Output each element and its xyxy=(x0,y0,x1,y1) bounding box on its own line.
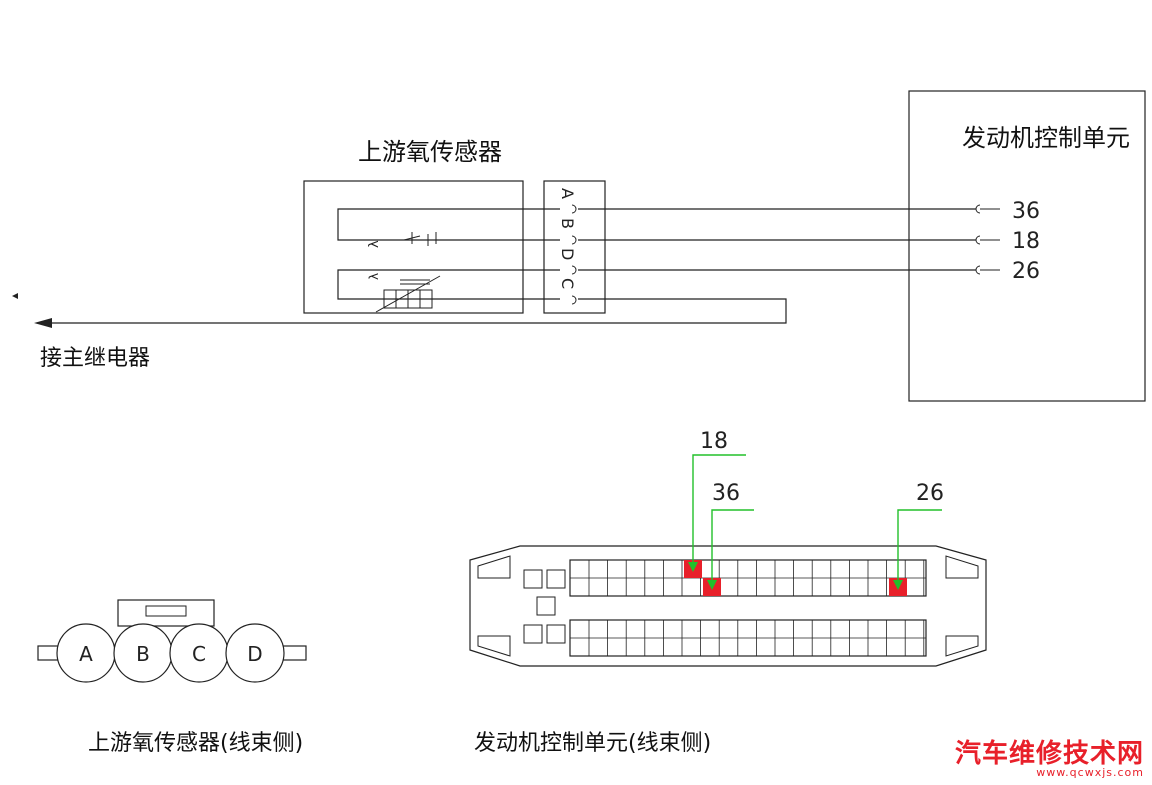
sensor-pin-b: B xyxy=(558,218,577,229)
callout-arrow-26-icon xyxy=(893,580,903,590)
upstream-sensor-title: 上游氧传感器 xyxy=(358,138,502,166)
ecu-title: 发动机控制单元 xyxy=(962,124,1130,152)
connector-pin-c: C xyxy=(192,642,206,666)
arrow-left-icon xyxy=(34,318,52,328)
watermark-url: www.qcwxjs.com xyxy=(1036,766,1144,779)
sensor-connector-caption: 上游氧传感器(线束侧) xyxy=(88,731,303,756)
sensor-pin-a: A xyxy=(558,188,577,199)
callout-arrow-36-icon xyxy=(707,580,717,590)
callout-arrow-18-icon xyxy=(688,562,698,572)
sensor-element-loop xyxy=(337,208,560,241)
ecu-box xyxy=(908,90,1146,402)
connector-pin-b: B xyxy=(136,642,150,666)
ecu-pin-36: 36 xyxy=(1012,199,1040,224)
sensor-pin-d: D xyxy=(558,248,577,260)
callout-lines xyxy=(692,454,942,584)
svg-text:λ: λ xyxy=(367,273,381,280)
ecu-pin-18: 18 xyxy=(1012,229,1040,254)
small-arrow-icon xyxy=(12,293,18,299)
watermark-title: 汽车维修技术网 xyxy=(954,739,1144,769)
watermark: 汽车维修技术网 www.qcwxjs.com xyxy=(955,733,1144,779)
callout-36: 36 xyxy=(712,481,740,506)
ecu-harness-connector xyxy=(469,545,987,667)
wire-c-relay xyxy=(48,298,787,324)
connector-pin-a: A xyxy=(79,642,93,666)
callout-18: 18 xyxy=(700,429,728,454)
connector-pin-d: D xyxy=(247,642,262,666)
ecu-pin-26: 26 xyxy=(1012,259,1040,284)
sensor-harness-connector: A B C D xyxy=(37,599,307,683)
heater-element-loop xyxy=(337,269,560,300)
relay-label: 接主继电器 xyxy=(40,346,150,371)
sensor-symbol: λ xyxy=(367,240,382,248)
callout-26: 26 xyxy=(916,481,944,506)
upstream-sensor-pin-box xyxy=(543,180,606,314)
ecu-connector-caption: 发动机控制单元(线束侧) xyxy=(474,731,711,756)
upstream-sensor-box xyxy=(303,180,524,314)
sensor-pin-c: C xyxy=(558,278,577,289)
